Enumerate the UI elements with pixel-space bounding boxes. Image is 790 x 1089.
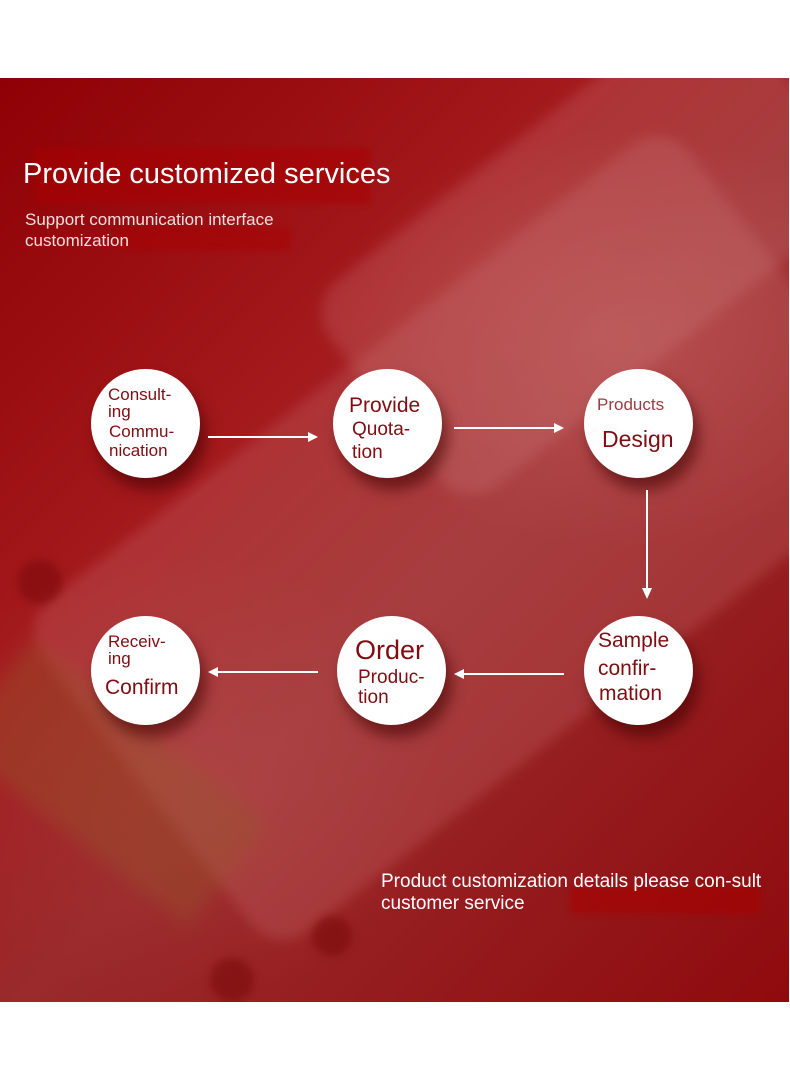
page-subtitle: Support communication interface customiz… bbox=[25, 210, 274, 250]
step-label-line: Sample bbox=[598, 629, 670, 652]
step-label-line: nication bbox=[109, 441, 168, 460]
step-label-line: mation bbox=[599, 682, 663, 705]
step-sample-node: Sample confir- mation bbox=[584, 616, 693, 725]
step-consulting-node: Consult- ing Commu- nication bbox=[91, 369, 200, 478]
arrow-right-icon bbox=[454, 423, 564, 433]
arrow-left-icon bbox=[208, 667, 318, 677]
step-design-node: Products Design bbox=[584, 369, 693, 478]
step-label-line: ing bbox=[108, 649, 131, 668]
step-label-line: Consult- bbox=[108, 385, 172, 404]
step-label-line: Produc- bbox=[358, 667, 425, 688]
background-dot bbox=[312, 916, 352, 956]
arrow-down-icon bbox=[642, 490, 652, 599]
step-quotation-node: Provide Quota- tion bbox=[333, 369, 442, 478]
step-label-line: Confirm bbox=[105, 676, 179, 699]
page-title: Provide customized services bbox=[23, 158, 391, 190]
step-label-line: Commu- bbox=[109, 422, 175, 441]
step-label-line: Quota- bbox=[352, 419, 411, 440]
step-label-line: Design bbox=[602, 426, 674, 452]
step-label-line: Products bbox=[597, 395, 665, 414]
step-label-line: confir- bbox=[598, 657, 657, 680]
step-order-node: Order Produc- tion bbox=[337, 616, 446, 725]
customer-service-note: Product customization details please con… bbox=[381, 871, 762, 914]
step-label-line: ing bbox=[108, 402, 131, 421]
step-receiving-node: Receiv- ing Confirm bbox=[91, 616, 200, 725]
subtitle-highlight bbox=[120, 228, 290, 250]
arrow-right-icon bbox=[208, 432, 318, 442]
step-label-line: Receiv- bbox=[108, 632, 166, 651]
step-label-line: Order bbox=[355, 635, 425, 665]
step-label-line: tion bbox=[352, 442, 383, 463]
title-highlight bbox=[35, 148, 370, 203]
step-label-line: tion bbox=[358, 687, 389, 708]
footnote-highlight bbox=[570, 886, 760, 914]
background-dot bbox=[210, 958, 254, 1002]
background-dot bbox=[18, 560, 62, 604]
step-label-line: Provide bbox=[349, 394, 421, 417]
arrow-left-icon bbox=[454, 669, 564, 679]
custom-service-banner: Provide customized services Support comm… bbox=[0, 78, 789, 1002]
